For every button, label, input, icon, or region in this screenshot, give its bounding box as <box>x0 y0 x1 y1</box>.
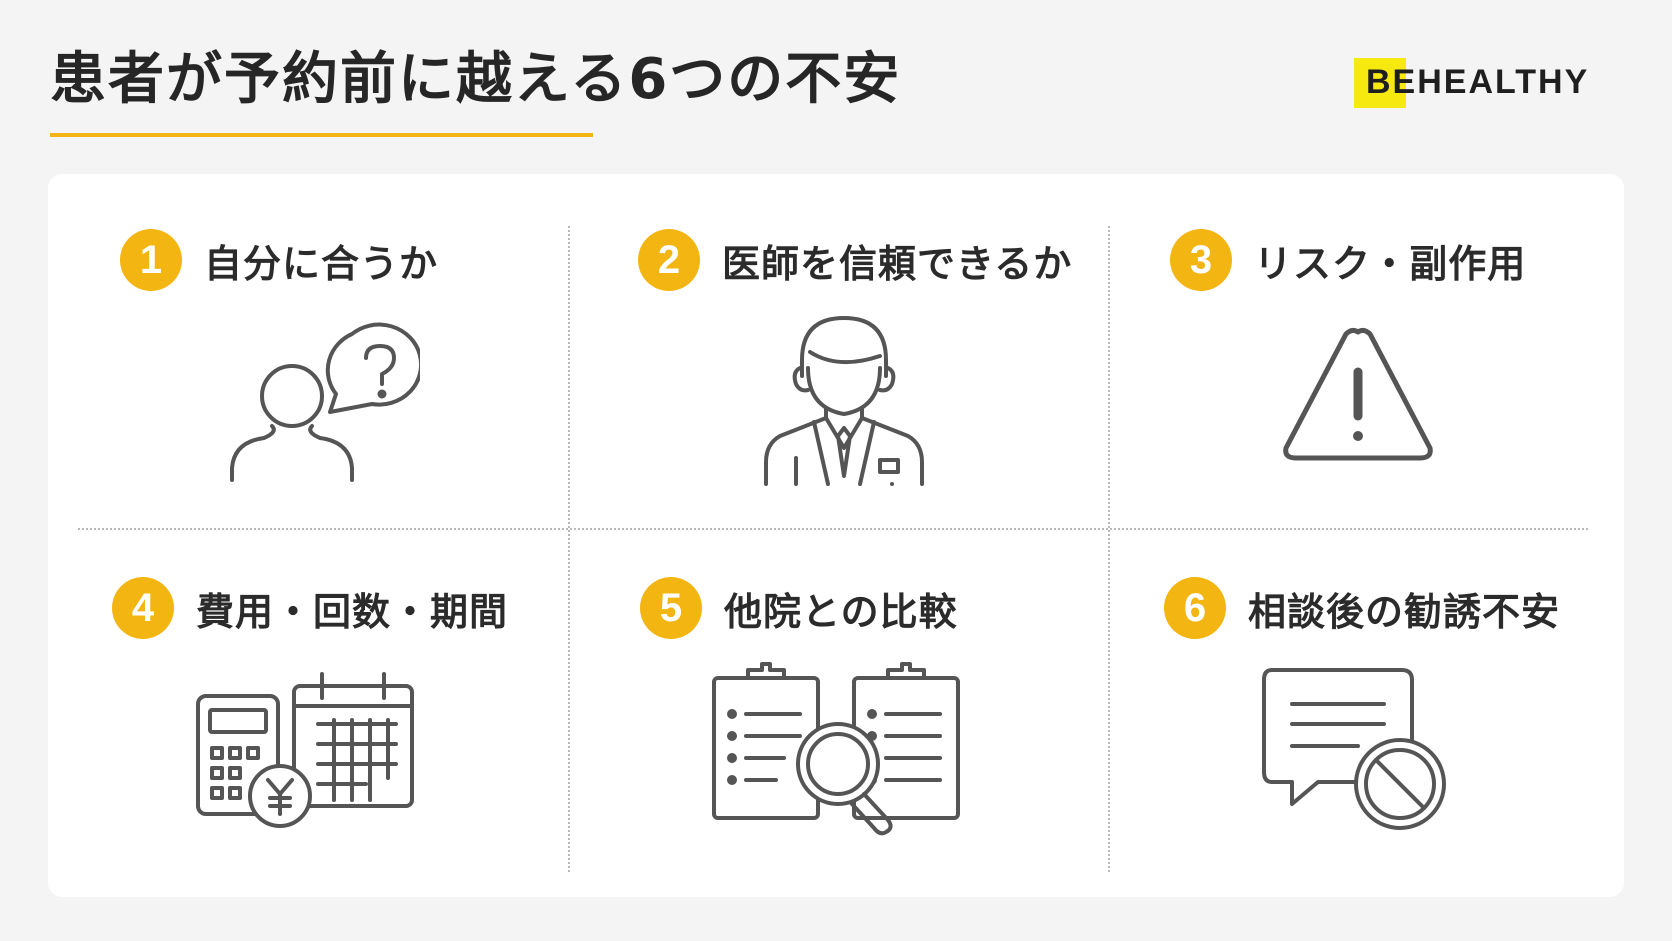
warning-icon <box>1278 320 1438 470</box>
clipboard-compare-magnifier-icon <box>712 660 962 840</box>
speech-bubble-prohibited-icon <box>1262 668 1452 838</box>
anxiety-item-5: 5 他院との比較 <box>640 576 1120 916</box>
divider-vertical-1 <box>568 226 570 872</box>
anxiety-item-2: 2 医師を信頼できるか <box>638 228 1118 568</box>
number-badge: 6 <box>1164 577 1226 639</box>
calculator-calendar-yen-icon <box>196 666 416 836</box>
anxiety-item-4: 4 費用・回数・期間 <box>112 576 592 916</box>
number-badge: 2 <box>638 229 700 291</box>
divider-vertical-2 <box>1108 226 1110 872</box>
logo-text: BEHEALTHY <box>1366 63 1590 101</box>
person-question-icon <box>220 308 420 488</box>
anxiety-item-6: 6 相談後の勧誘不安 <box>1164 576 1644 916</box>
anxiety-card: 1 自分に合うか 2 医師を信頼できるか <box>48 174 1624 897</box>
page-title: 患者が予約前に越える6つの不安 <box>50 47 902 112</box>
divider-horizontal <box>78 528 1588 530</box>
logo-highlight <box>1354 58 1406 108</box>
number-badge: 3 <box>1170 229 1232 291</box>
number-badge: 5 <box>640 577 702 639</box>
item-heading: 6 相談後の勧誘不安 <box>1164 576 1560 640</box>
brand-logo: BEHEALTHY <box>1354 58 1590 108</box>
number-badge: 1 <box>120 229 182 291</box>
item-heading: 2 医師を信頼できるか <box>638 228 1072 292</box>
item-heading: 3 リスク・副作用 <box>1170 228 1526 292</box>
item-heading: 1 自分に合うか <box>120 228 438 292</box>
item-label: リスク・副作用 <box>1254 241 1527 286</box>
item-label: 他院との比較 <box>724 589 958 634</box>
item-heading: 4 費用・回数・期間 <box>112 576 508 640</box>
item-label: 医師を信頼できるか <box>722 241 1073 286</box>
item-heading: 5 他院との比較 <box>640 576 958 640</box>
anxiety-item-3: 3 リスク・副作用 <box>1170 228 1650 568</box>
number-badge: 4 <box>112 577 174 639</box>
title-underline <box>50 133 593 137</box>
item-label: 相談後の勧誘不安 <box>1248 589 1561 634</box>
anxiety-item-1: 1 自分に合うか <box>120 228 600 568</box>
item-label: 自分に合うか <box>204 241 439 286</box>
item-label: 費用・回数・期間 <box>196 589 509 634</box>
doctor-icon <box>758 308 928 488</box>
